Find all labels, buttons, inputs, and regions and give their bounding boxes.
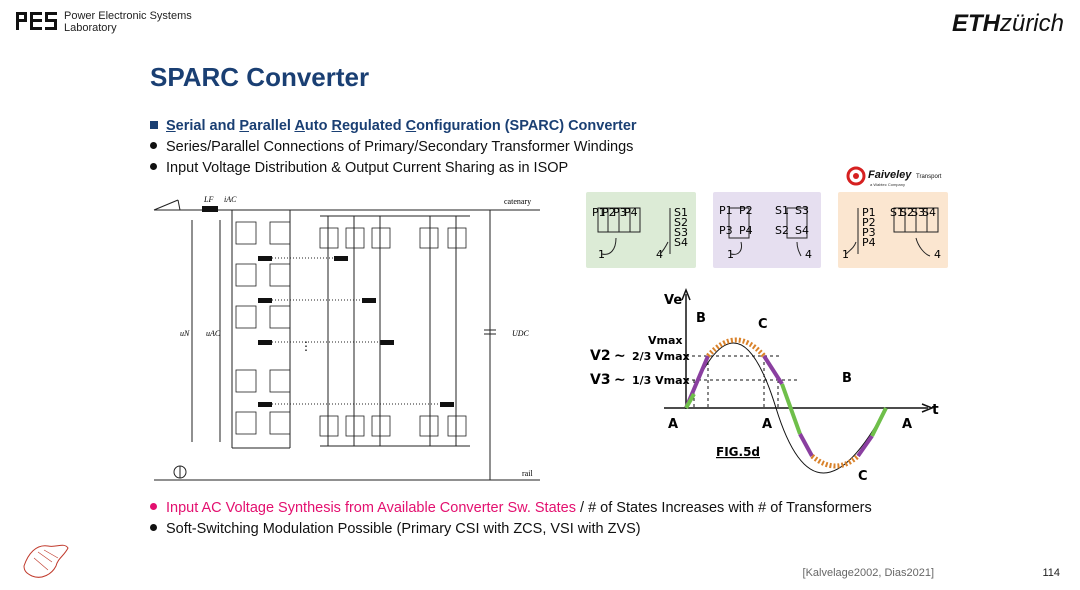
circuit-schematic: LF iAC catenary rail uN uAC: [150, 190, 550, 491]
reference: [Kalvelage2002, Dias2021]: [802, 567, 934, 579]
svg-text:S3: S3: [795, 204, 809, 217]
bullet-input-voltage: Input Voltage Distribution & Output Curr…: [150, 158, 637, 179]
svg-text:P4: P4: [862, 236, 876, 249]
label-a-right: A: [902, 417, 912, 432]
label-a-mid: A: [762, 417, 772, 432]
svg-text:S2: S2: [900, 206, 914, 219]
svg-text:P1: P1: [592, 206, 606, 219]
svg-text:S3: S3: [911, 206, 925, 219]
square-bullet-icon: [150, 121, 158, 129]
bullet-soft-switching: Soft-Switching Modulation Possible (Prim…: [150, 519, 872, 540]
bullet-voltage-synthesis: Input AC Voltage Synthesis from Availabl…: [150, 498, 872, 519]
europe-map-logo: [18, 536, 70, 587]
svg-text:P2: P2: [862, 216, 876, 229]
svg-text:1: 1: [727, 248, 734, 261]
svg-text:P3: P3: [719, 224, 733, 237]
svg-text:P2: P2: [739, 204, 753, 217]
bullet-series-parallel: Series/Parallel Connections of Primary/S…: [150, 137, 637, 158]
svg-text:P2: P2: [602, 206, 616, 219]
svg-text:S1: S1: [674, 206, 688, 219]
svg-text:4: 4: [805, 248, 812, 261]
label-catenary: catenary: [504, 197, 531, 206]
europe-map-icon: [23, 544, 69, 578]
page-number: 114: [1042, 567, 1060, 579]
label-vmax: Vmax: [648, 334, 683, 347]
svg-text:P3: P3: [613, 206, 627, 219]
page-title: SPARC Converter: [150, 62, 370, 92]
bullet-list-top: Serial and Parallel Auto Regulated Confi…: [150, 116, 637, 179]
label-ve: Ve: [664, 293, 682, 308]
org-line1: Power Electronic Systems: [64, 10, 192, 22]
label-iac: iAC: [224, 195, 237, 204]
pes-logo-icon: [16, 12, 57, 30]
faiveley-name: Faiveley: [868, 169, 912, 181]
pink-dot-bullet-icon: [150, 503, 157, 510]
label-v3: V3: [590, 372, 611, 388]
label-t: t: [932, 402, 939, 418]
eth-logo: ETHzürich: [952, 10, 1064, 38]
svg-text:S1: S1: [775, 204, 789, 217]
label-b-right: B: [842, 371, 852, 386]
label-a-left: A: [668, 417, 678, 432]
eth-logo-bold: ETH: [951, 10, 1000, 37]
label-vmax-13: 1/3 Vmax: [632, 374, 690, 387]
label-uac: uAC: [206, 329, 221, 338]
svg-text:P3: P3: [862, 226, 876, 239]
org-line2: Laboratory: [64, 22, 117, 34]
label-c-bottom: C: [858, 469, 868, 484]
primary-modules: [235, 221, 291, 435]
label-c-top: C: [758, 317, 768, 332]
svg-text:S4: S4: [674, 236, 688, 249]
svg-text:∼: ∼: [614, 348, 626, 364]
label-udc: UDC: [512, 329, 530, 338]
label-fig: FIG.5d: [716, 445, 760, 459]
svg-text:4: 4: [656, 248, 663, 261]
label-rail: rail: [522, 469, 533, 478]
svg-text:P4: P4: [624, 206, 638, 219]
pes-logo: [16, 10, 58, 37]
svg-text:4: 4: [934, 248, 941, 261]
config-purple: P1 P2 P3 P4 S1 S3 S2 S4 1 4: [713, 192, 821, 268]
svg-text:P1: P1: [862, 206, 876, 219]
vertical-dots: ⋮: [300, 339, 312, 353]
svg-text:S1: S1: [890, 206, 904, 219]
label-lf: LF: [203, 195, 213, 204]
faiveley-sub: Transport: [916, 174, 942, 180]
dot-bullet-icon: [150, 163, 157, 170]
label-un: uN: [180, 329, 190, 338]
svg-text:S4: S4: [922, 206, 936, 219]
svg-text:1: 1: [842, 248, 849, 261]
svg-text:S4: S4: [795, 224, 809, 237]
svg-text:∼: ∼: [614, 372, 626, 388]
dot-bullet-icon: [150, 524, 157, 531]
waveform-sketch: Ve t B C B C A A A V2 ∼ 2/3 Vmax V3 ∼ 1/…: [586, 284, 946, 489]
label-b: B: [696, 311, 706, 326]
svg-text:1: 1: [598, 248, 605, 261]
svg-text:S2: S2: [775, 224, 789, 237]
svg-text:S2: S2: [674, 216, 688, 229]
svg-text:P1: P1: [719, 204, 733, 217]
secondary-modules: [319, 227, 467, 437]
label-vmax-23: 2/3 Vmax: [632, 350, 690, 363]
bullet-list-bottom: Input AC Voltage Synthesis from Availabl…: [150, 498, 872, 540]
faiveley-tag: a Wabtec Company: [870, 182, 905, 187]
label-v2: V2: [590, 348, 611, 364]
eth-logo-light: zürich: [999, 10, 1064, 37]
dot-bullet-icon: [150, 142, 157, 149]
bullet-sparc: Serial and Parallel Auto Regulated Confi…: [150, 116, 637, 137]
faiveley-logo: Faiveley Transport a Wabtec Company: [846, 166, 946, 193]
svg-text:S3: S3: [674, 226, 688, 239]
org-name: Power Electronic Systems Laboratory: [64, 10, 192, 34]
svg-text:P4: P4: [739, 224, 753, 237]
